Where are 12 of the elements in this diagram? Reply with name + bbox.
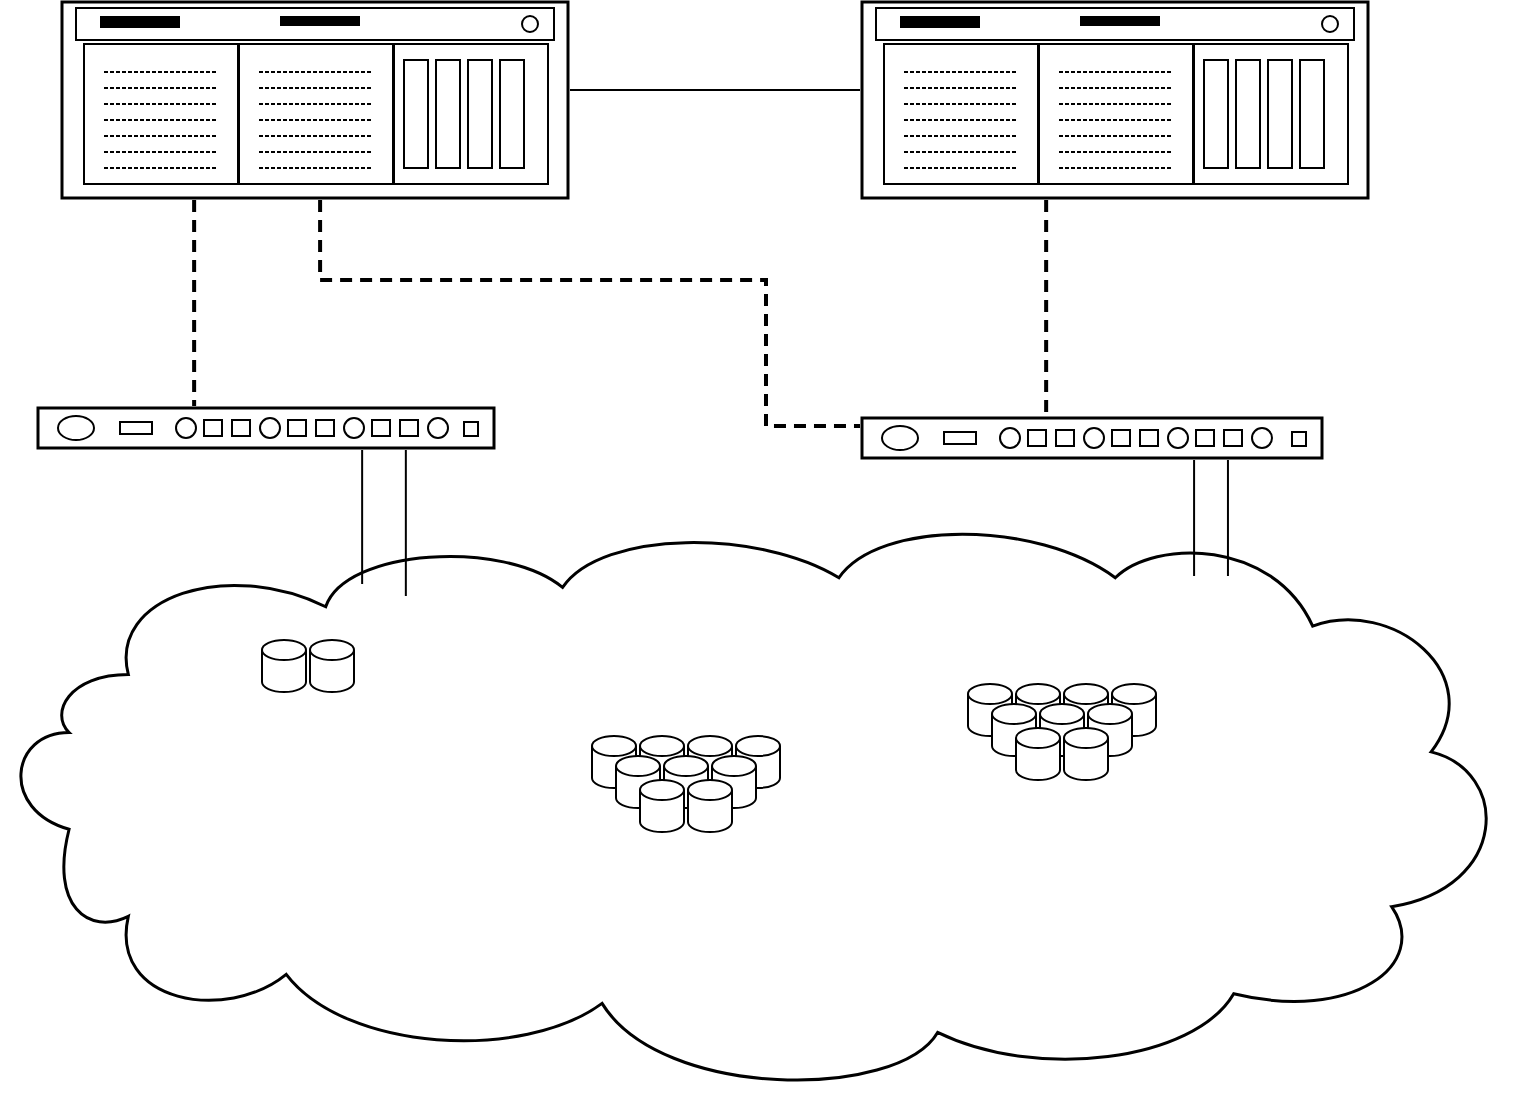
- switch-drawing: [860, 416, 1324, 460]
- dashed-connector: [192, 200, 197, 406]
- connector-line: [569, 89, 861, 91]
- dashed-connector: [318, 200, 860, 429]
- connector-line: [1226, 459, 1229, 577]
- server-drawing: [60, 0, 570, 200]
- switch-drawing: [36, 406, 496, 450]
- dashed-connector: [1044, 200, 1049, 416]
- connector-line: [361, 449, 364, 585]
- server-drawing: [860, 0, 1370, 200]
- connector-line: [404, 449, 407, 597]
- connector-line: [1193, 459, 1196, 577]
